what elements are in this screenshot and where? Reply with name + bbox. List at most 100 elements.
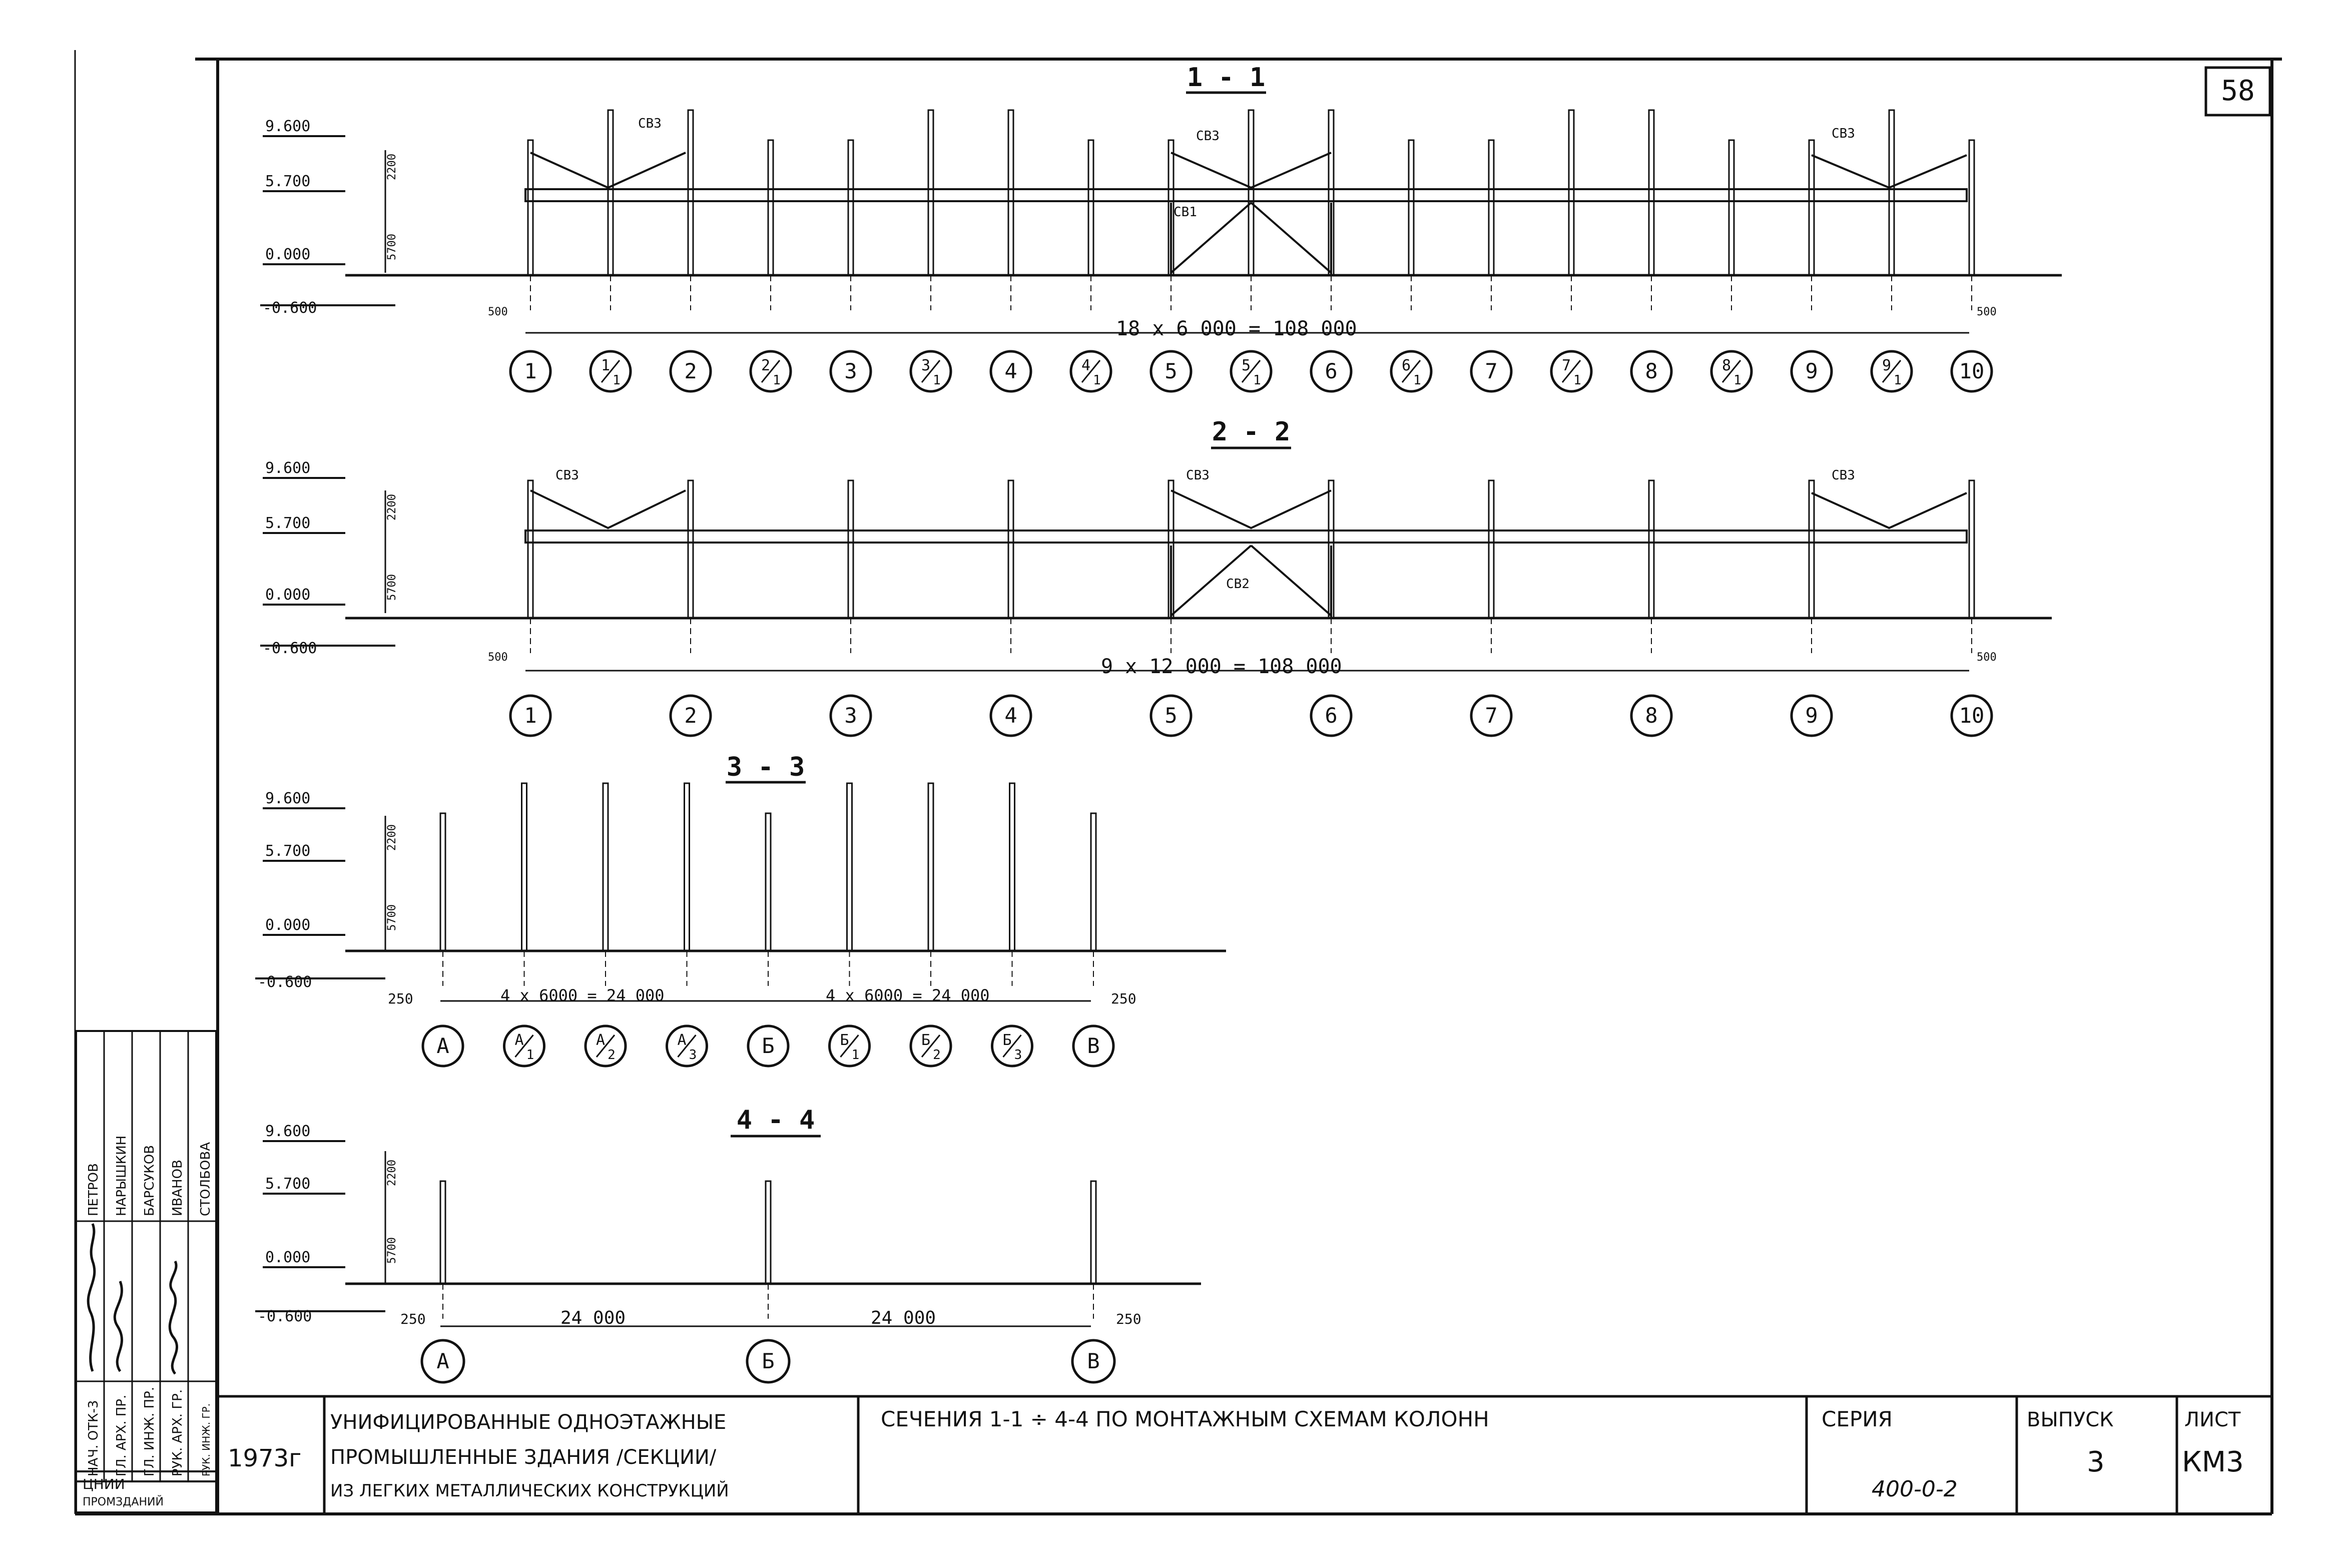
- sheet-frame: [74, 50, 2282, 1515]
- section-title: 2 - 2: [1212, 417, 1291, 447]
- grid-axis-label: А: [596, 1031, 605, 1049]
- edge-dim-left: 500: [488, 306, 508, 318]
- column: [1808, 479, 1815, 619]
- column: [1090, 812, 1097, 952]
- grid-axis-label: 8: [1722, 357, 1731, 374]
- grid-axis: 1: [509, 694, 552, 737]
- column: [765, 1180, 772, 1285]
- svg-text:1: 1: [852, 1048, 860, 1063]
- grid-axis-label: 3: [921, 357, 930, 374]
- column: [927, 109, 934, 276]
- grid-axis: 71: [1550, 350, 1593, 393]
- level-9600: 9.600: [265, 118, 310, 135]
- brace-label-sv3: СВ3: [1832, 468, 1855, 483]
- project-title-line: ИЗ ЛЕГКИХ МЕТАЛЛИЧЕСКИХ КОНСТРУКЦИЙ: [330, 1480, 729, 1501]
- grid-axis: В: [1071, 1339, 1116, 1384]
- level-marks: 9.600 5.700 0.000 -0.600 2200 5700: [255, 790, 398, 991]
- level-0000: 0.000: [265, 246, 310, 263]
- section-1-1: 1 - 1 9.600 5.700 0.000 -0.600 2200 5700: [260, 63, 2062, 393]
- svg-text:1: 1: [526, 1048, 534, 1063]
- column: [521, 782, 527, 952]
- svg-text:1: 1: [1573, 373, 1581, 388]
- grid-axis: 4: [989, 350, 1032, 393]
- grid-axis-label: 4: [1081, 357, 1090, 374]
- grid-axis: 9: [1790, 350, 1833, 393]
- grid-axis-label: Б: [762, 1033, 774, 1058]
- column: [846, 782, 853, 952]
- grid-axis: 51: [1230, 350, 1273, 393]
- grid-axis: 11: [589, 350, 632, 393]
- level-9600: 9.600: [265, 1123, 310, 1140]
- level-marks: 9.600 5.700 0.000 -0.600 2200 5700: [260, 459, 398, 657]
- column: [927, 782, 934, 952]
- signer-name: ИВАНОВ: [170, 1160, 185, 1216]
- grid-axis: 31: [909, 350, 952, 393]
- grid-axis-label: 2: [761, 357, 770, 374]
- grid-axis-label: 5: [1164, 359, 1177, 383]
- svg-text:1: 1: [1413, 373, 1421, 388]
- grid-axis: 91: [1870, 350, 1913, 393]
- grid-axis: 21: [749, 350, 792, 393]
- signer-name: СТОЛБОВА: [198, 1142, 213, 1216]
- grid-axis: 1: [509, 350, 552, 393]
- svg-text:1: 1: [613, 373, 621, 388]
- height-lower: 5700: [386, 574, 398, 601]
- columns: [527, 109, 1975, 310]
- svg-text:1: 1: [1733, 373, 1741, 388]
- section-2-2: 2 - 2 9.600 5.700 0.000 -0.600 2200 5700: [260, 417, 2052, 737]
- grid-axis: 2: [669, 694, 712, 737]
- level-marks: 9.600 5.700 0.000 -0.600 2200 5700: [260, 118, 398, 317]
- signer-name: ПЕТРОВ: [86, 1163, 101, 1216]
- edge-dim-right: 500: [1977, 306, 1997, 318]
- level-minus-0600: -0.600: [258, 973, 312, 991]
- column: [1009, 782, 1015, 952]
- column: [687, 479, 694, 619]
- brace-labels: СВ3 СВ3 СВ3 СВ2: [555, 468, 1855, 592]
- brace-label-sv3: СВ3: [555, 468, 579, 483]
- edge-dim-right: 250: [1116, 1311, 1141, 1327]
- column: [1568, 109, 1575, 276]
- grid-axis-label: Б: [921, 1031, 930, 1049]
- column: [1007, 479, 1014, 619]
- grid-axis-label: 10: [1959, 703, 1985, 728]
- grid-axis-label: А: [436, 1349, 449, 1373]
- svg-text:1: 1: [773, 373, 781, 388]
- columns: [439, 1180, 1097, 1319]
- column: [684, 782, 690, 952]
- grid-axis: А3: [666, 1024, 708, 1068]
- grid-axis-label: 2: [684, 703, 697, 728]
- level-marks: 9.600 5.700 0.000 -0.600 2200 5700: [255, 1123, 398, 1325]
- grid-axis-label: 4: [1004, 359, 1017, 383]
- height-upper: 2200: [386, 824, 398, 851]
- svg-text:3: 3: [1014, 1048, 1022, 1063]
- section-4-4: 4 - 4 9.600 5.700 0.000 -0.600 2200 5700…: [255, 1105, 1201, 1384]
- organization-box: ЦНИИ ПРОМЗДАНИЙ: [75, 1470, 217, 1513]
- grid-axis-label: 7: [1485, 703, 1497, 728]
- column: [1728, 139, 1735, 276]
- column: [1648, 109, 1655, 276]
- grid-axis-label: Б: [840, 1031, 849, 1049]
- height-upper: 2200: [386, 494, 398, 520]
- grid-axis-label: 1: [524, 703, 536, 728]
- brace-label-sv2: СВ2: [1226, 577, 1250, 592]
- grid-axis-label: В: [1087, 1033, 1099, 1058]
- column: [1488, 479, 1495, 619]
- grid-axis: 8: [1630, 350, 1673, 393]
- grid-axis-label: 5: [1242, 357, 1251, 374]
- grid-axis: 2: [669, 350, 712, 393]
- series-value: 400-0-2: [1872, 1476, 1958, 1502]
- grid-axis: А2: [584, 1024, 627, 1068]
- height-lower: 5700: [386, 234, 398, 260]
- role-label: РУК. АРХ. ГР.: [170, 1389, 185, 1476]
- grid-axis: 3: [829, 350, 872, 393]
- sheet-code: КМ3: [2182, 1446, 2244, 1478]
- level-0000: 0.000: [265, 1249, 310, 1266]
- grid-axis: 7: [1470, 694, 1513, 737]
- brace-label-sv3: СВ3: [1186, 468, 1210, 483]
- brace-labels: СВ3 СВ3 СВ3 СВ1: [638, 116, 1855, 220]
- grid-axis: Б: [746, 1339, 791, 1384]
- grid-axis-label: 5: [1164, 703, 1177, 728]
